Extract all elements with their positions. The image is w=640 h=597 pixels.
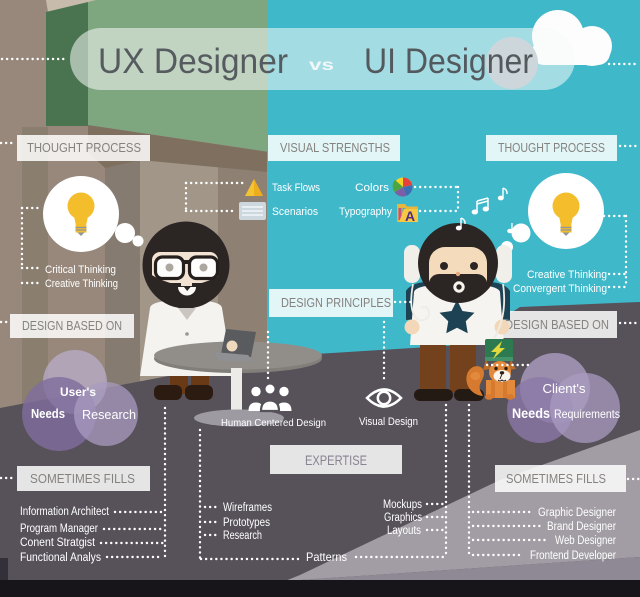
svg-text:vs: vs [309,57,334,74]
svg-text:A: A [405,208,415,224]
svg-text:Task Flows: Task Flows [272,182,320,194]
svg-text:Visual Design: Visual Design [359,416,418,428]
svg-text:Patterns: Patterns [306,550,347,564]
svg-text:Convergent Thinking: Convergent Thinking [513,283,607,295]
svg-text:Web Designer: Web Designer [555,535,616,547]
svg-text:Mockups: Mockups [383,499,422,511]
svg-text:User's: User's [60,385,96,399]
svg-text:Creative Thinking: Creative Thinking [527,269,607,281]
svg-text:Wireframes: Wireframes [223,502,272,514]
svg-text:SOMETIMES FILLS: SOMETIMES FILLS [506,472,606,486]
svg-text:Layouts: Layouts [387,525,421,537]
svg-text:Information Architect: Information Architect [20,506,110,518]
svg-text:Critical Thinking: Critical Thinking [45,264,116,276]
svg-text:THOUGHT PROCESS: THOUGHT PROCESS [27,141,141,155]
svg-text:Graphic Designer: Graphic Designer [538,507,616,519]
svg-text:Frontend Developer: Frontend Developer [530,550,616,562]
svg-text:Research: Research [223,530,262,542]
svg-text:Creative Thinking: Creative Thinking [45,278,118,290]
svg-text:Graphics: Graphics [384,512,422,524]
svg-text:Human Centered Design: Human Centered Design [221,417,326,429]
svg-text:UX Designer: UX Designer [98,42,288,81]
svg-text:Needs: Needs [512,405,550,421]
svg-text:Typography: Typography [339,206,392,218]
svg-text:Needs: Needs [31,406,65,421]
svg-text:EXPERTISE: EXPERTISE [305,452,367,468]
svg-text:Functional Analys: Functional Analys [20,552,101,564]
svg-text:Program Manager: Program Manager [20,523,98,535]
svg-text:Scenarios: Scenarios [272,206,318,218]
svg-text:UI Designer: UI Designer [364,42,533,81]
svg-text:Client's: Client's [543,381,587,396]
svg-text:Colors: Colors [355,182,390,194]
svg-text:Research: Research [82,407,136,422]
svg-text:DESIGN BASED ON: DESIGN BASED ON [505,318,609,332]
svg-text:Requirements: Requirements [554,407,620,421]
svg-text:Prototypes: Prototypes [223,517,270,529]
svg-text:THOUGHT PROCESS: THOUGHT PROCESS [498,141,605,155]
svg-text:SOMETIMES FILLS: SOMETIMES FILLS [30,472,135,486]
svg-text:DESIGN BASED ON: DESIGN BASED ON [22,319,122,333]
svg-text:DESIGN PRINCIPLES: DESIGN PRINCIPLES [281,296,391,310]
svg-text:Conent Stratgist: Conent Stratgist [20,537,96,549]
svg-text:Brand Designer: Brand Designer [547,521,616,533]
svg-text:VISUAL STRENGTHS: VISUAL STRENGTHS [280,141,390,155]
